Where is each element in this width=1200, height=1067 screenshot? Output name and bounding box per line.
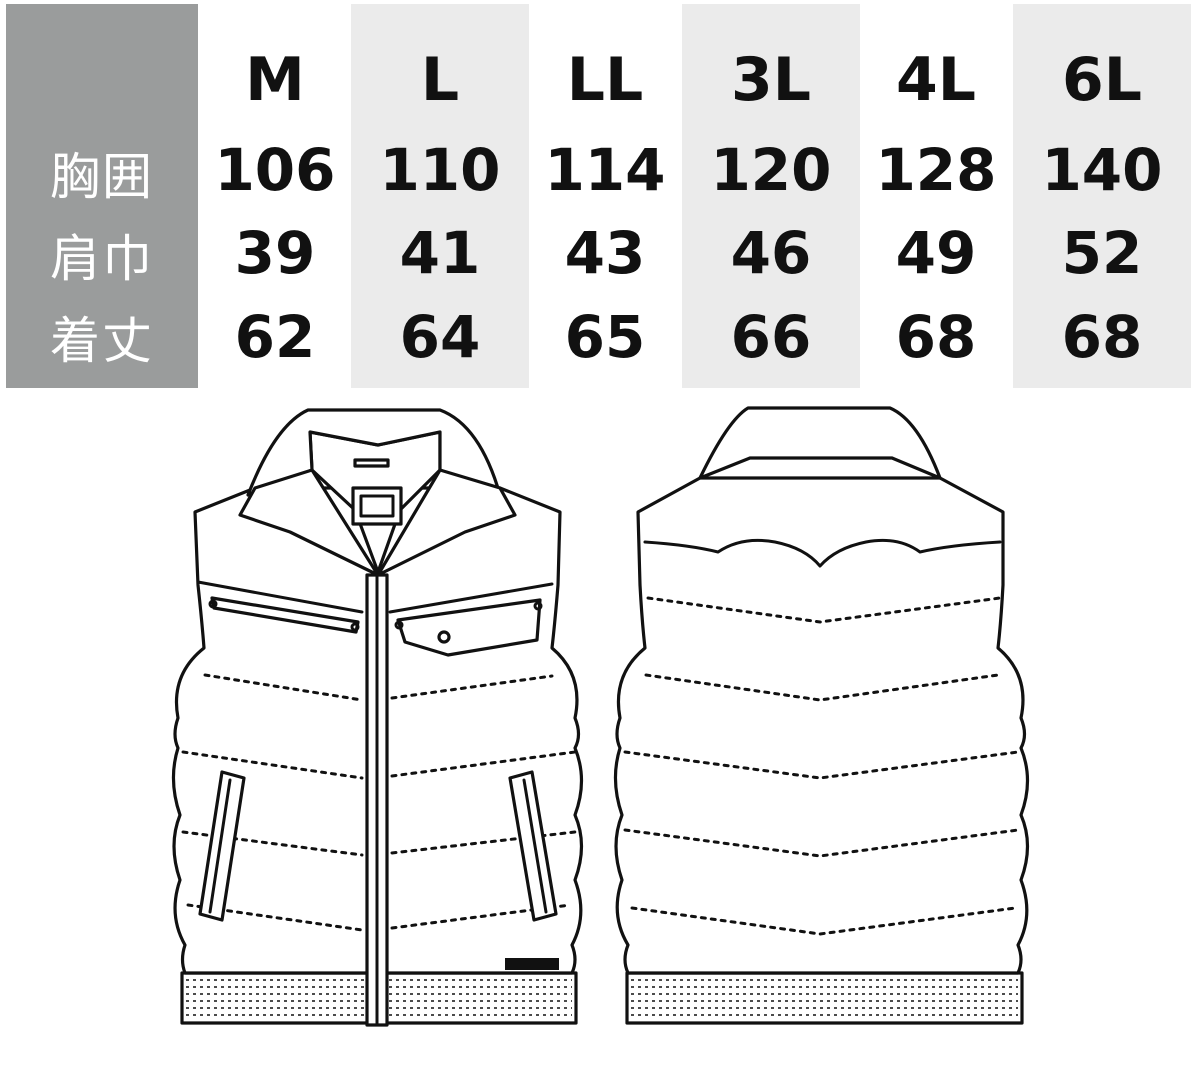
row-label-column <box>6 4 198 388</box>
chest-l: 110 <box>379 136 501 204</box>
size-header-3l: 3L <box>731 45 811 115</box>
chest-6l: 140 <box>1041 136 1163 204</box>
length-3l: 66 <box>730 303 812 371</box>
back-body-outline <box>613 476 1030 975</box>
size-chart-table: M L LL 3L 4L 6L 胸囲 106 110 114 120 128 1… <box>0 0 1200 390</box>
front-yoke-left <box>196 580 364 614</box>
size-header-l: L <box>420 45 460 115</box>
size-header-ll: LL <box>566 45 644 115</box>
length-l: 64 <box>399 303 481 371</box>
back-quilt-line-2 <box>644 673 1000 702</box>
right-pocket-rivet-2 <box>533 601 543 611</box>
back-hem-texture <box>631 979 1018 1016</box>
column-stripe-3l <box>682 4 860 388</box>
right-side-pocket <box>508 770 558 922</box>
column-stripe-6l <box>1013 4 1191 388</box>
shoulder-m: 39 <box>234 219 316 287</box>
vest-illustration <box>0 395 1200 1045</box>
right-pocket-snap <box>437 630 451 644</box>
shoulder-3l: 46 <box>730 219 812 287</box>
back-scalloped-yoke <box>643 538 1002 568</box>
brand-tab <box>505 958 559 970</box>
row-label-chest: 胸囲 <box>50 148 154 206</box>
front-quilt-line-2r <box>390 750 577 778</box>
front-right-lapel <box>376 468 517 577</box>
column-stripe-l <box>351 4 529 388</box>
shoulder-6l: 52 <box>1061 219 1143 287</box>
front-quilt-line-1l <box>203 673 364 702</box>
front-left-lapel <box>238 468 380 577</box>
chest-3l: 120 <box>710 136 832 204</box>
back-quilt-line-4 <box>623 828 1020 858</box>
back-hem-band <box>625 971 1024 1025</box>
front-hem-texture <box>186 979 572 1016</box>
size-header-m: M <box>245 45 305 115</box>
right-side-pocket-welt <box>522 778 548 914</box>
chest-ll: 114 <box>544 136 666 204</box>
shoulder-l: 41 <box>399 219 481 287</box>
right-chest-pocket-flap <box>396 598 542 657</box>
length-6l: 68 <box>1061 303 1143 371</box>
vest-front-view <box>171 408 584 1027</box>
length-4l: 68 <box>895 303 977 371</box>
left-side-pocket-welt <box>208 778 232 914</box>
shoulder-4l: 49 <box>895 219 977 287</box>
front-quilt-line-2l <box>181 750 364 780</box>
length-m: 62 <box>234 303 316 371</box>
front-quilt-line-3r <box>390 830 577 855</box>
row-label-length: 着丈 <box>50 312 154 370</box>
left-side-pocket <box>198 770 246 922</box>
chest-m: 106 <box>214 136 336 204</box>
back-collar <box>698 406 942 480</box>
chest-4l: 128 <box>875 136 997 204</box>
vest-drawing-svg <box>171 406 1030 1027</box>
left-chest-pocket <box>210 596 360 634</box>
right-pocket-rivet-1 <box>394 620 404 630</box>
vest-back-view <box>613 406 1030 1025</box>
left-pocket-rivet-1 <box>208 599 218 609</box>
size-header-6l: 6L <box>1062 45 1142 115</box>
shoulder-ll: 43 <box>564 219 646 287</box>
row-label-shoulder: 肩巾 <box>50 230 154 288</box>
collar-label-inner <box>359 494 395 518</box>
front-quilt-line-1r <box>390 674 554 700</box>
length-ll: 65 <box>564 303 646 371</box>
left-pocket-rivet-2 <box>350 622 360 632</box>
back-quilt-line-3 <box>623 750 1020 780</box>
front-yoke-right <box>388 582 554 614</box>
back-quilt-line-5 <box>630 906 1017 936</box>
size-header-4l: 4L <box>896 45 976 115</box>
back-quilt-line-1 <box>646 596 1002 624</box>
collar-hanger-loop <box>353 458 390 468</box>
